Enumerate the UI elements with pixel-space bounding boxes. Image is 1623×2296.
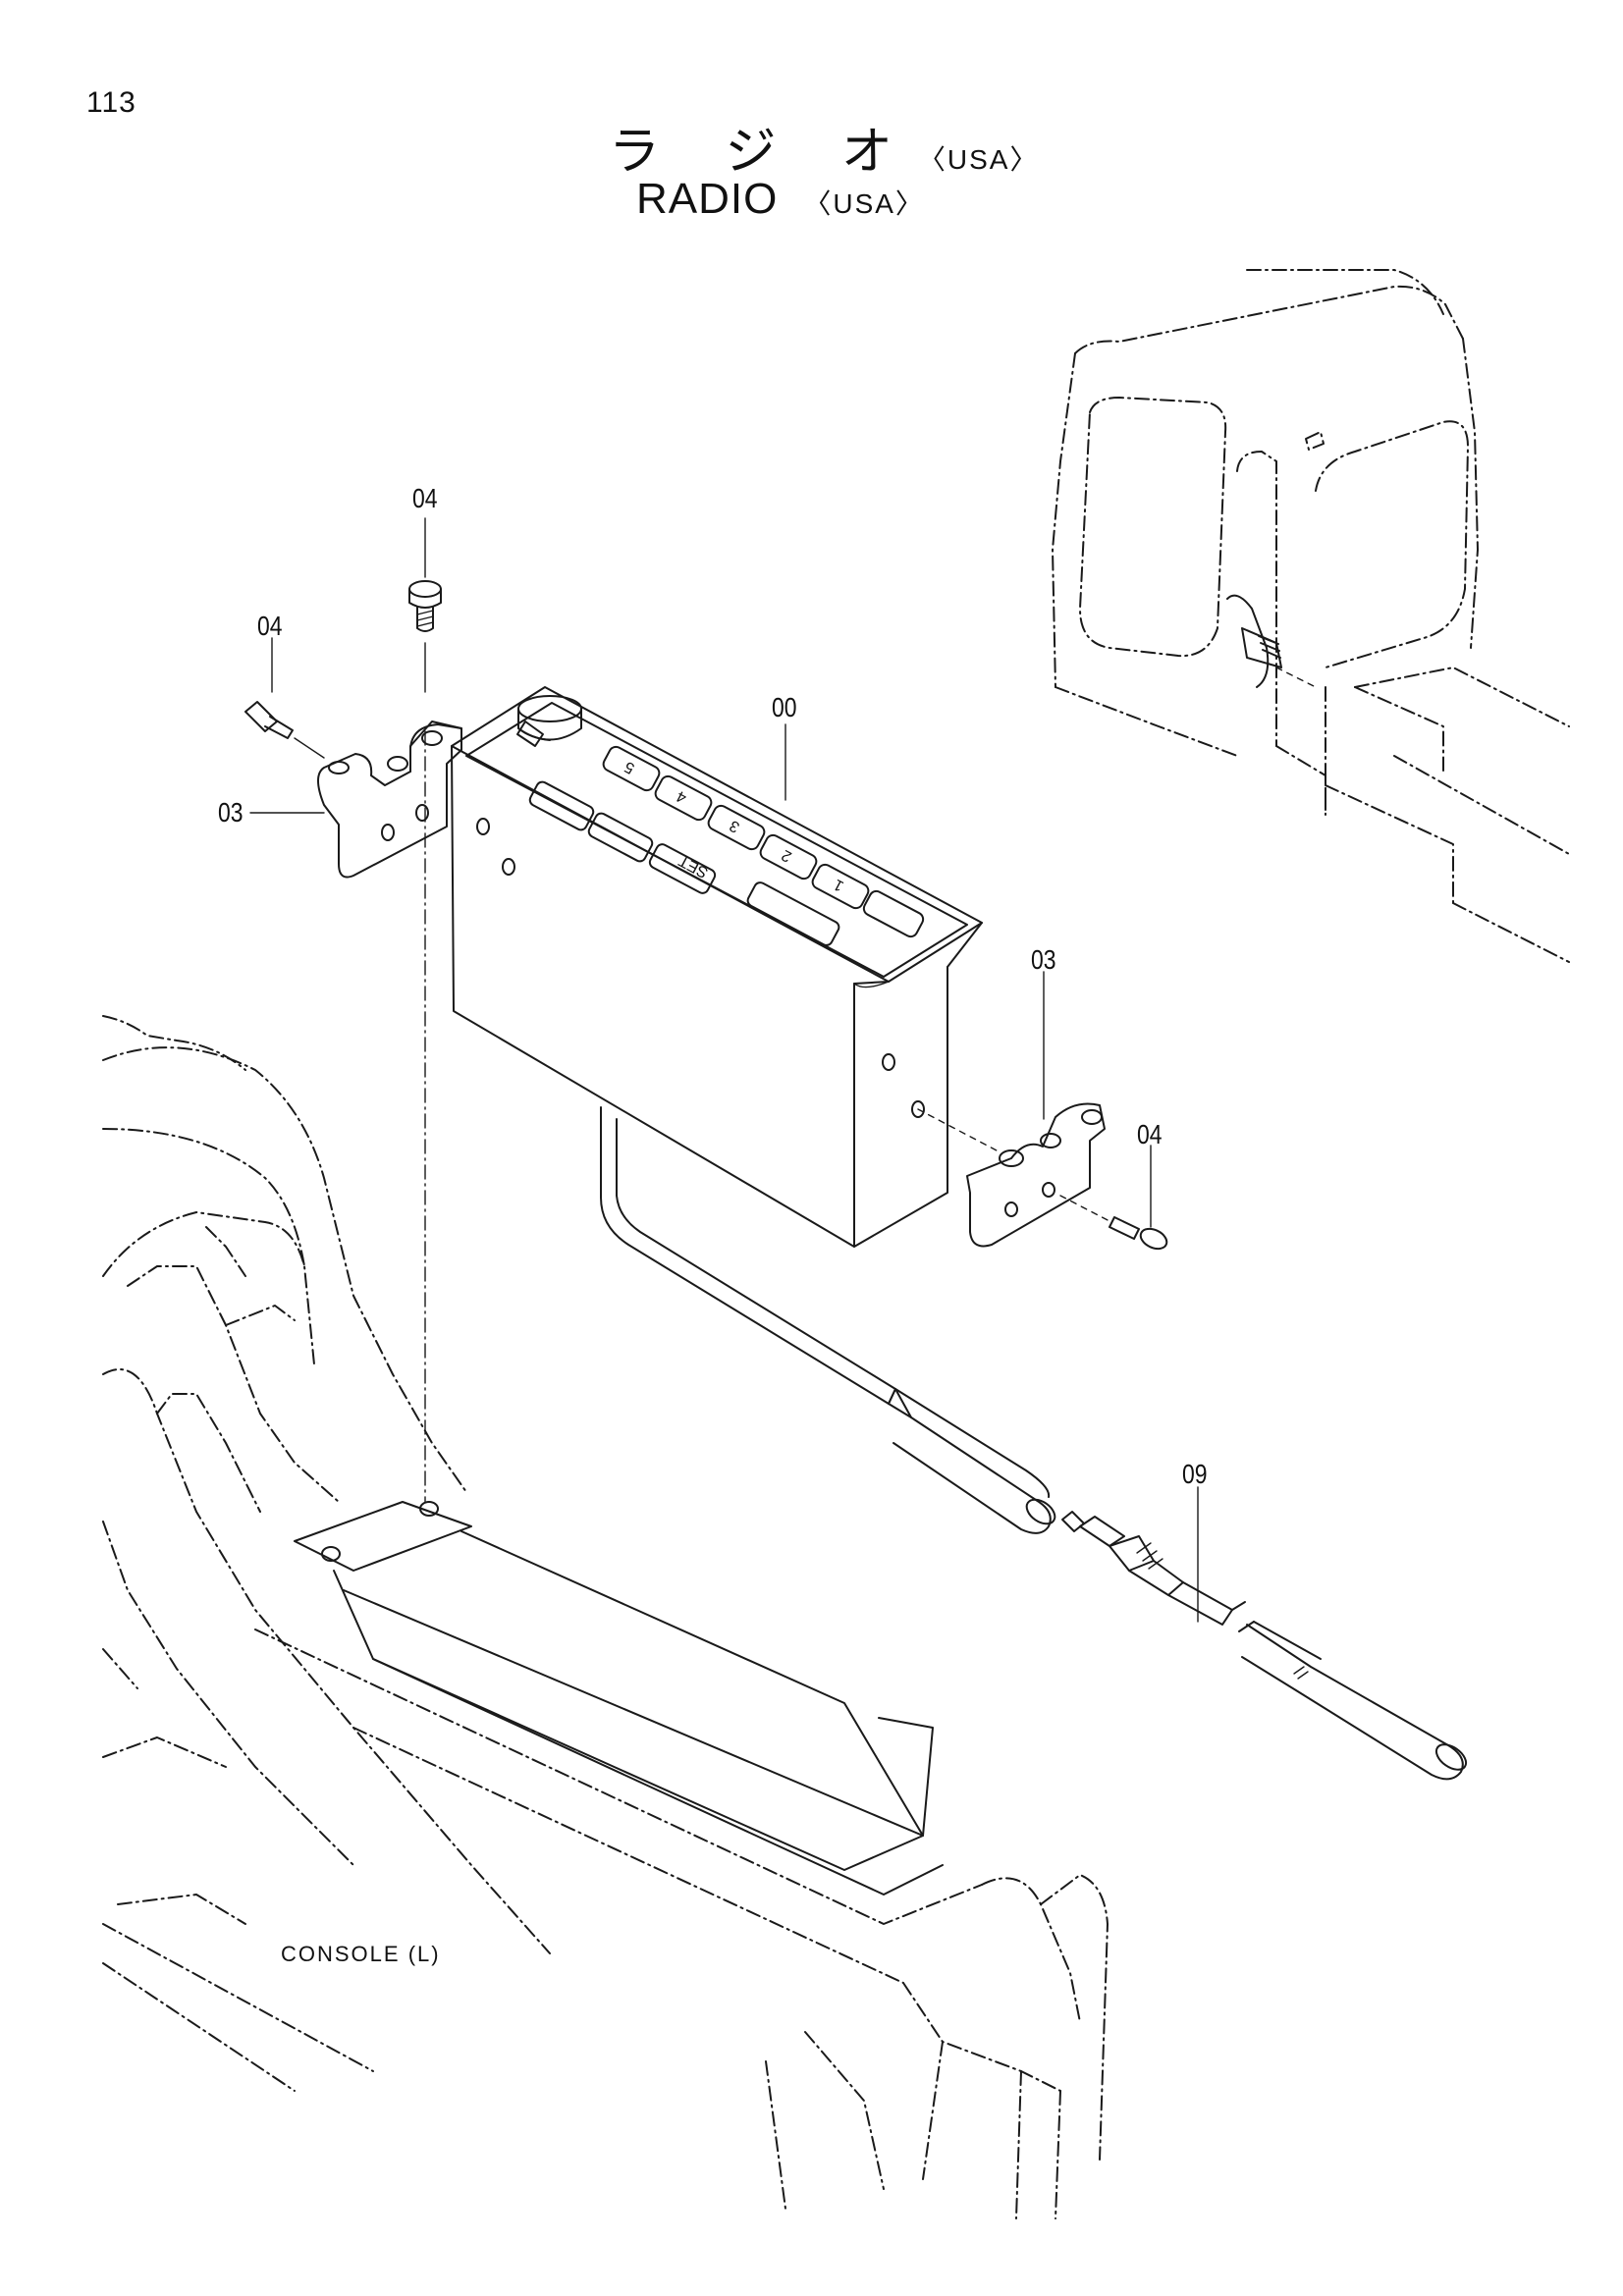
title-japanese-region: 〈USA〉 [917,144,1040,175]
bracket-left-drawing [318,721,461,878]
radio-key-label: SET [676,852,712,881]
callout-antenna-cable: 09 [1182,1459,1208,1489]
cab-inset [1053,270,1569,962]
callout-bolt-right: 04 [1137,1119,1163,1149]
radio-preset-keys: 5 4 3 2 1 SET [528,744,926,947]
page-number: 113 [86,86,136,119]
bolt-right-drawing [1060,1196,1169,1253]
title-japanese: ラ ジ オ〈USA〉 [609,110,1039,184]
radio-key-label: 3 [727,817,742,835]
callout-bolt-left: 04 [257,611,283,641]
title-english-text: RADIO [636,175,779,223]
bolt-left-drawing [245,702,324,758]
bolt-top-drawing [409,581,441,692]
title-english: RADIO 〈USA〉 [636,175,925,224]
console-outline [103,1016,1108,2218]
radio-key-label: 4 [674,787,689,806]
bracket-right-drawing [918,1104,1105,1247]
callout-bolt-top: 04 [412,483,438,513]
callout-bracket-right: 03 [1031,944,1056,975]
radio-unit-drawing: 5 4 3 2 1 SET [452,687,982,1404]
antenna-plug-drawing [889,1389,1471,1779]
callout-radio-unit: 00 [772,692,797,722]
title-english-region: 〈USA〉 [803,188,925,219]
radio-key-label: 1 [831,876,846,894]
radio-key-label: 5 [622,758,637,776]
radio-key-label: 2 [779,846,794,865]
console-label: CONSOLE (L) [281,1942,441,1966]
title-japanese-text: ラ ジ オ [609,124,918,181]
callout-bracket-left: 03 [218,797,243,828]
